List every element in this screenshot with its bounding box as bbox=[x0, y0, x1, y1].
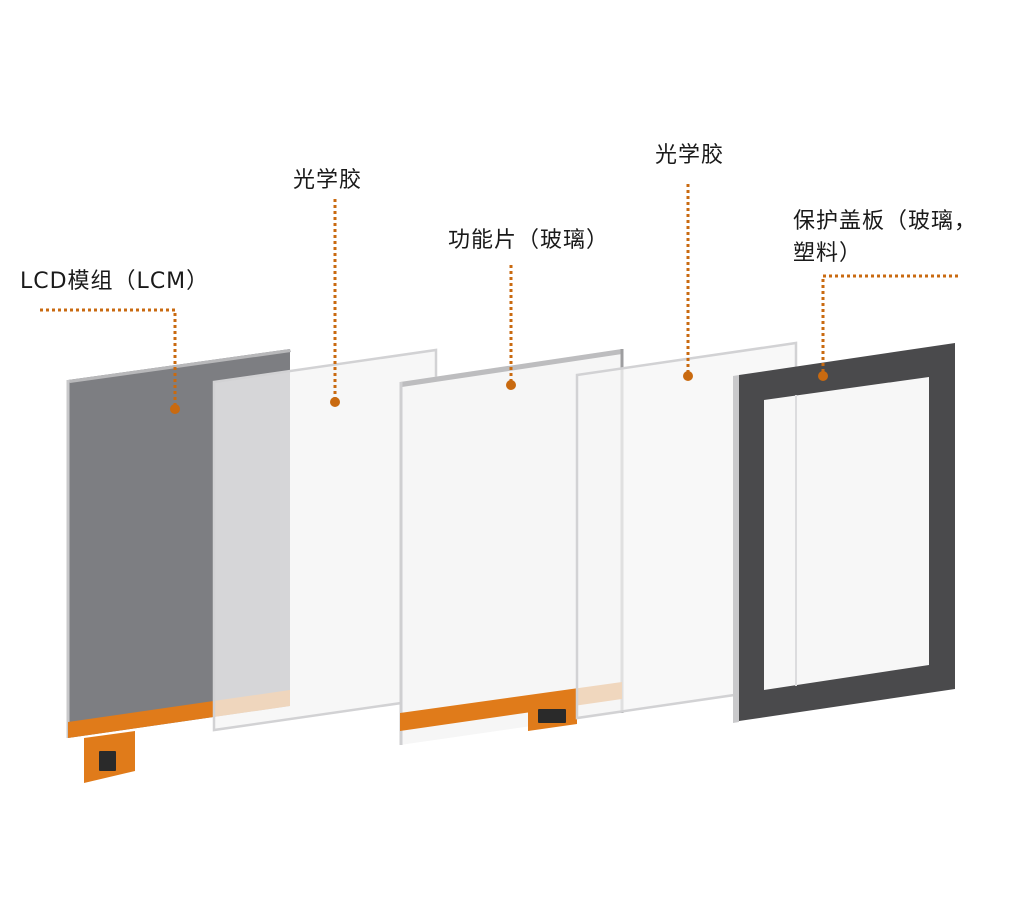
cover-label-line-2: 塑料） bbox=[793, 241, 863, 266]
oca-2-label: 光学胶 bbox=[655, 143, 725, 168]
leader-cover bbox=[821, 274, 958, 373]
functional-sheet-connector-chip bbox=[538, 709, 566, 723]
cover-frame-side bbox=[733, 375, 739, 723]
oca-1-label: 光学胶 bbox=[293, 168, 363, 193]
functional-sheet-label: 功能片（玻璃） bbox=[448, 228, 610, 253]
dot-functional-sheet bbox=[506, 380, 516, 390]
lcm-connector-chip bbox=[99, 751, 116, 771]
cover-window bbox=[764, 377, 929, 690]
dot-lcm bbox=[170, 404, 180, 414]
leader-dots bbox=[170, 371, 828, 414]
cover-label: 保护盖板（玻璃， 塑料） bbox=[793, 206, 977, 270]
lcm-panel-edge bbox=[68, 349, 291, 383]
leader-lines bbox=[40, 184, 958, 408]
dot-cover bbox=[818, 371, 828, 381]
dot-oca-2 bbox=[683, 371, 693, 381]
cover-label-line-1: 保护盖板（玻璃， bbox=[793, 209, 978, 234]
lcm-label: LCD模组（LCM） bbox=[20, 269, 210, 294]
dot-oca-1 bbox=[330, 397, 340, 407]
functional-sheet-panel bbox=[400, 349, 622, 745]
cover-layer bbox=[733, 343, 955, 723]
leader-lcm bbox=[40, 308, 177, 408]
